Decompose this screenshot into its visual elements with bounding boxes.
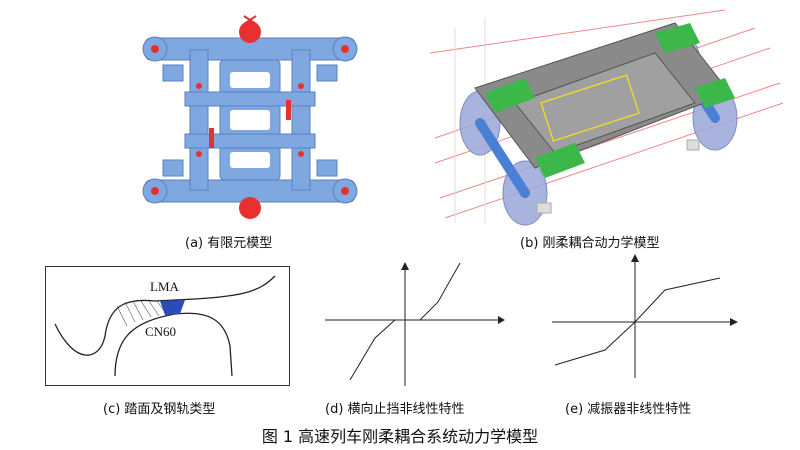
caption-b: (b) 刚柔耦合动力学模型 (520, 236, 660, 251)
caption-c: (c) 踏面及钢轨类型 (103, 402, 216, 417)
wheel-profile-label: LMA (150, 279, 180, 294)
caption-e: (e) 减振器非线性特性 (565, 402, 692, 417)
rail-profile-label: CN60 (145, 324, 176, 339)
damper-curve (554, 277, 721, 366)
damper-plot (552, 254, 738, 378)
caption-d: (d) 横向止挡非线性特性 (325, 402, 465, 417)
profile-plot: LMA CN60 (45, 266, 290, 386)
caption-a: (a) 有限元模型 (185, 236, 273, 251)
lateral-stop-plot (325, 262, 505, 386)
figure-title: 图 1 高速列车刚柔耦合系统动力学模型 (261, 427, 539, 446)
fe-model-image (142, 15, 358, 219)
mbs-model-image (429, 9, 784, 226)
lateral-stop-curve (349, 262, 461, 381)
